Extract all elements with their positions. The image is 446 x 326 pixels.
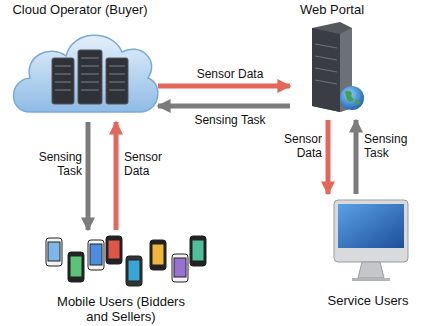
flow-arrow xyxy=(158,84,290,89)
edge-label: Sensor Data xyxy=(190,67,270,81)
flow-arrow xyxy=(158,104,290,109)
node-label: Cloud Operator (Buyer) xyxy=(12,2,147,17)
phones-icon xyxy=(46,236,206,286)
node-label: Service Users xyxy=(328,293,409,308)
edge-label: Sensor Data xyxy=(272,132,322,160)
node-label: Web Portal xyxy=(300,2,364,17)
node-box: Mobile Users (Bidders and Sellers) xyxy=(30,232,212,324)
flow-arrow xyxy=(354,120,359,194)
edge-label: Sensing Task xyxy=(185,113,275,127)
edge-label: Sensor Data xyxy=(124,150,174,178)
monitor-icon xyxy=(334,200,408,281)
server-icon xyxy=(312,22,364,112)
flow-arrow xyxy=(114,122,119,230)
cloud-icon xyxy=(14,35,158,112)
node-box: Cloud Operator (Buyer) xyxy=(4,2,156,120)
node-label: Mobile Users (Bidders and Sellers) xyxy=(51,294,191,324)
flow-arrow xyxy=(326,120,331,194)
node-box: Web Portal xyxy=(292,2,372,118)
node-box: Service Users xyxy=(318,196,418,308)
edge-label: Sensing Task xyxy=(364,132,418,160)
flow-arrow xyxy=(86,122,91,230)
edge-label: Sensing Task xyxy=(32,150,82,178)
